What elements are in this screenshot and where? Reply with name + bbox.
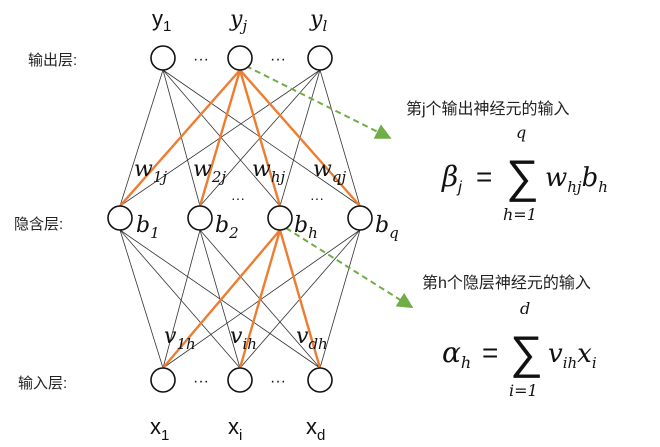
output-input-arrow [245, 65, 392, 139]
edge [162, 229, 361, 369]
highlighted-edge [162, 229, 281, 369]
ellipsis: ··· [231, 190, 245, 206]
output-layer-label: 输出层: [28, 52, 77, 69]
hidden-label-bh: bh [294, 213, 318, 242]
output-label-y1: y1 [152, 6, 171, 35]
input-label-xi: xi [228, 414, 242, 444]
ellipsis: ··· [193, 51, 209, 68]
ellipsis: ··· [193, 373, 209, 390]
weight-whj: whj [252, 157, 286, 186]
weight-vih: vih [230, 324, 257, 353]
hidden-node [187, 205, 213, 231]
edge [319, 69, 361, 207]
weight-v1h: v1h [164, 324, 196, 353]
hidden-label-b1: b1 [136, 213, 160, 242]
hidden-node [347, 205, 373, 231]
sum-upper: q [516, 123, 526, 142]
edge [119, 69, 164, 207]
hidden-node [267, 205, 293, 231]
input-label-xd: xd [306, 414, 325, 444]
equals-sign: = [476, 161, 492, 192]
input-layer-label: 输入层: [18, 375, 67, 392]
output-node [227, 45, 253, 71]
weight-vdh: vdh [296, 324, 328, 353]
highlighted-edge [239, 69, 361, 207]
hidden-label-bq: bq [375, 213, 399, 242]
weight-wqj: wqj [313, 157, 346, 186]
highlighted-edge [119, 69, 241, 207]
sigma-symbol: ∑ [506, 150, 539, 202]
edge [162, 69, 361, 207]
formula-beta: βj = ∑ q h=1 whjbh [441, 123, 608, 224]
sum-upper: d [520, 299, 530, 318]
hidden-layer-label: 隐含层: [14, 216, 63, 233]
formula-lhs: αh [442, 336, 471, 372]
hidden-input-annotation: 第h个隐层神经元的输入 [422, 274, 591, 292]
ellipsis: ··· [310, 190, 324, 206]
highlighted-edge [198, 69, 242, 207]
output-node [307, 45, 333, 71]
highlighted-edge [238, 69, 282, 207]
sum-lower: i=1 [509, 381, 538, 400]
sigma-symbol: ∑ [510, 326, 543, 378]
hidden-input-arrow [285, 227, 414, 309]
input-node [227, 367, 253, 393]
output-label-yj: yj [229, 7, 247, 35]
input-label-x1: x1 [150, 414, 169, 444]
formula-lhs: βj [441, 160, 462, 196]
nodes [107, 45, 373, 393]
highlighted-edge [278, 229, 322, 369]
sum-lower: h=1 [503, 205, 537, 224]
edge [162, 69, 281, 207]
ellipsis: ··· [270, 373, 286, 390]
input-node [150, 367, 176, 393]
equals-sign: = [482, 337, 498, 368]
output-label-yl: yl [309, 7, 327, 35]
output-input-annotation: 第j个输出神经元的输入 [406, 100, 570, 118]
input-node [307, 367, 333, 393]
edge [319, 229, 361, 369]
hidden-node [107, 205, 133, 231]
highlighted-edges [119, 69, 361, 369]
weight-w1j: w1j [134, 157, 167, 186]
edge [119, 229, 164, 369]
output-node [150, 45, 176, 71]
formula-rhs: whjbh [545, 163, 608, 196]
ellipsis: ··· [270, 51, 286, 68]
hidden-label-b2: b2 [215, 213, 239, 242]
weight-w2j: w2j [193, 157, 226, 186]
formula-rhs: vihxi [548, 339, 597, 372]
edge [162, 229, 201, 369]
formula-alpha: αh = ∑ d i=1 vihxi [442, 299, 597, 400]
highlighted-edge [238, 229, 282, 369]
edge [119, 229, 241, 369]
